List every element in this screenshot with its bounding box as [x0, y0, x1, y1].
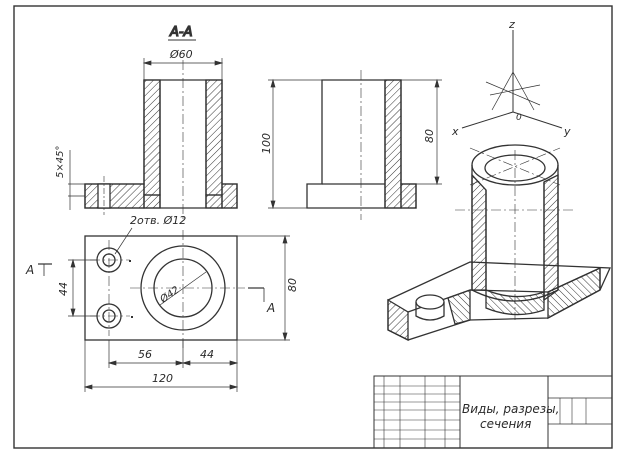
dim-44-bottom-label: 44 [200, 348, 214, 361]
dim-56-label: 56 [138, 348, 152, 361]
cut-marker-left-label: А [25, 263, 34, 277]
side-view [306, 70, 417, 220]
front-section-view: А-А [68, 24, 238, 220]
dim-bore-height-label: 80 [423, 129, 436, 143]
dim-hole-spacing [68, 258, 97, 318]
dim-overall-length-label: 120 [152, 372, 173, 385]
cut-marker-right-label: А [266, 301, 275, 315]
dim-bore-diameter-label: Ø42 [157, 284, 182, 306]
dim-plan-height [237, 234, 290, 342]
dim-chamfer-label: 5×45° [55, 146, 66, 178]
sheet-frame [13, 5, 613, 449]
cut-marker-right [248, 287, 265, 302]
dim-top-diameter-label: Ø60 [169, 48, 193, 61]
dim-overall-height [268, 78, 322, 210]
isometric-view [387, 144, 611, 342]
title-line-2: сечения [480, 417, 531, 431]
section-label: А-А [169, 25, 192, 40]
holes-note-label: 2отв. Ø12 [130, 214, 186, 227]
title-block [373, 375, 613, 449]
dim-bottom-chain [83, 340, 239, 392]
dim-hole-spacing-label: 44 [57, 282, 70, 296]
axis-origin-label: 0 [516, 113, 522, 123]
cut-marker-left [38, 263, 52, 276]
dim-bore-height [401, 78, 442, 186]
axonometric-axes [461, 30, 563, 129]
dim-plan-height-label: 80 [286, 278, 299, 292]
plan-view [84, 227, 245, 348]
dim-top-diameter [142, 58, 224, 80]
title-line-1: Виды, разрезы, [462, 402, 559, 416]
axis-x-label: x [451, 125, 459, 138]
dim-overall-height-label: 100 [260, 133, 273, 154]
axis-z-label: z [508, 18, 515, 31]
axis-y-label: y [563, 125, 571, 138]
